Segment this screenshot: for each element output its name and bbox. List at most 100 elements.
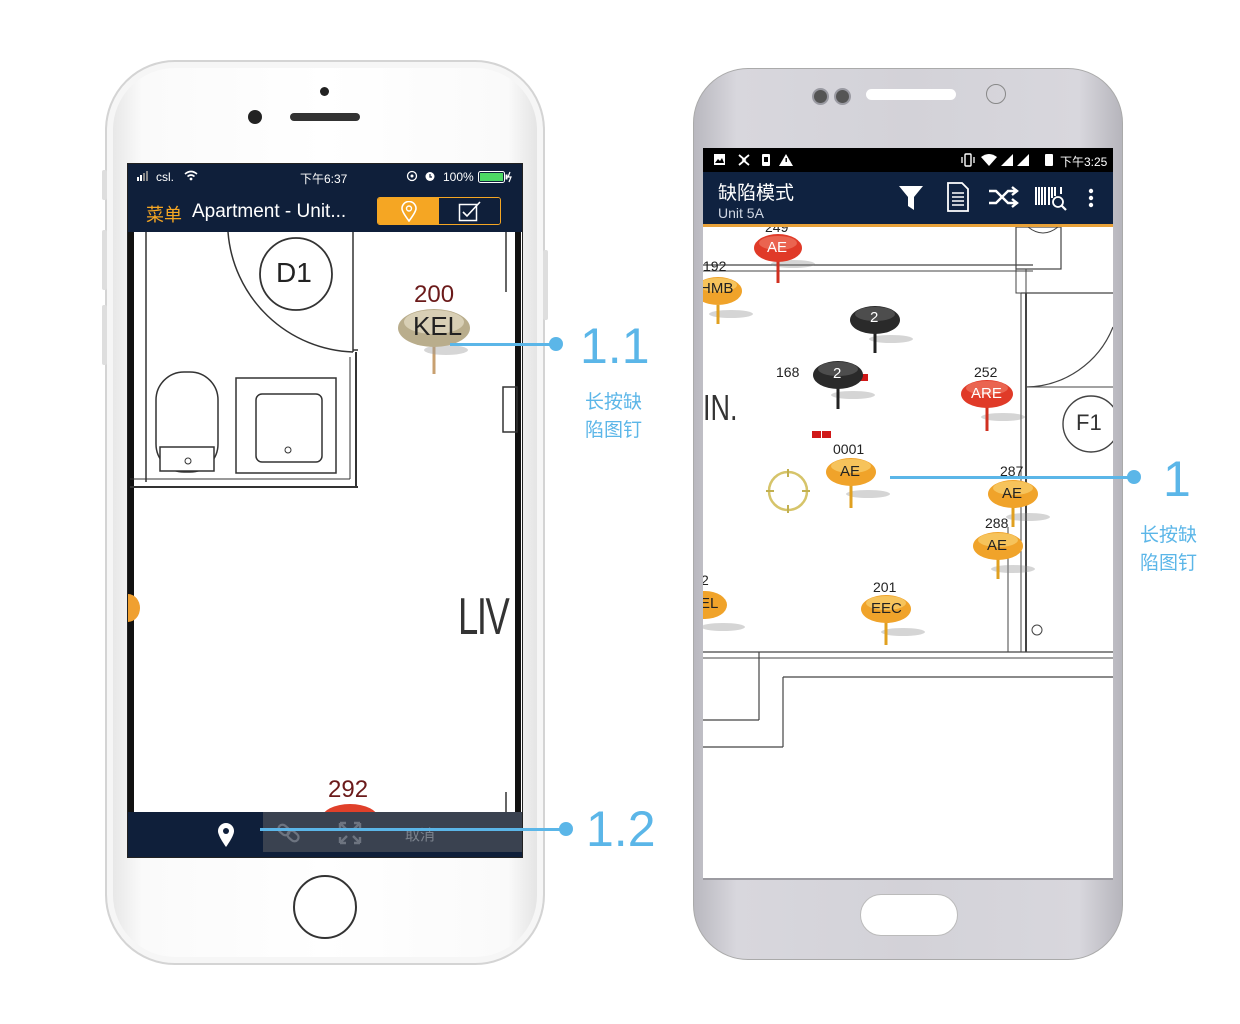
iphone-floor-plan[interactable]: D1 LIV 200 KEL 292 (128, 232, 522, 812)
cancel-button[interactable]: 取消 (405, 827, 436, 844)
callout-dot-1-2 (559, 822, 573, 836)
map-pin-icon (401, 201, 417, 222)
callout-dot-1 (1127, 470, 1141, 484)
battery-percent: 100% (443, 170, 474, 184)
android-screen: 下午3:25 缺陷模式 Unit 5A (703, 148, 1113, 878)
defect-pin[interactable] (826, 458, 890, 508)
pin-code: ARE (971, 385, 1002, 402)
location-status-icon (406, 170, 418, 185)
android-front-camera (986, 84, 1006, 104)
android-status-bar: 下午3:25 (703, 148, 1113, 172)
floor-plan-drawing (703, 227, 1113, 748)
callout-line-1 (890, 476, 1133, 479)
carrier-label: csl. (156, 170, 174, 184)
battery-icon (478, 171, 514, 186)
callout-number-1-1: 1.1 (580, 318, 650, 374)
defect-pin[interactable] (703, 277, 753, 324)
page-title: Apartment - Unit... (192, 201, 347, 222)
defect-pin[interactable] (754, 234, 815, 283)
pin-number: 292 (328, 776, 369, 803)
pin-code: AE (840, 463, 861, 480)
link-icon (277, 823, 300, 843)
app-bar-title: 缺陷模式 (718, 183, 795, 204)
menu-button[interactable]: 菜单 (146, 205, 182, 225)
defect-pin[interactable] (973, 532, 1035, 579)
iphone-power-button (543, 250, 548, 320)
android-home-button[interactable] (860, 894, 958, 936)
pin-code: EEC (871, 600, 902, 617)
pin-number: 0001 (833, 441, 865, 457)
iphone-volume-up (102, 230, 107, 290)
pin-code: AE (987, 537, 1008, 554)
defect-pin[interactable] (703, 591, 745, 631)
system-status-icons (961, 153, 1053, 167)
document-icon[interactable] (946, 182, 970, 212)
iphone-screen: csl. 下午6:37 100% 菜单 Apartment - Unit... (127, 163, 523, 858)
wifi-icon (184, 170, 198, 184)
iphone-mute-switch (102, 170, 107, 200)
pin-code: EL (703, 595, 719, 612)
pin-number: 249 (765, 227, 789, 235)
signal-icon (137, 170, 153, 184)
pin-mode-tab[interactable] (378, 198, 439, 224)
filter-icon[interactable] (898, 184, 924, 212)
pin-number: 168 (776, 364, 800, 380)
more-options-icon[interactable] (1087, 188, 1095, 210)
callout-dot-1-1 (549, 337, 563, 351)
defect-pin[interactable] (861, 595, 925, 645)
android-screen-edge (703, 878, 1113, 880)
pin-code: AE (1002, 485, 1023, 502)
checkbox-icon (458, 201, 481, 222)
alarm-icon (424, 170, 436, 185)
android-status-time: 下午3:25 (1060, 155, 1108, 169)
pin-number: 201 (873, 579, 897, 595)
callout-line-1-2 (260, 828, 565, 831)
callout-number-1: 1 (1163, 451, 1191, 507)
pin-number: 287 (1000, 463, 1024, 479)
iphone-bottom-toolbar: 取消 (128, 812, 522, 857)
floor-plan-drawing (128, 232, 521, 812)
iphone-status-bar: csl. 下午6:37 100% (128, 164, 522, 190)
defect-pin[interactable] (961, 380, 1025, 431)
status-time: 下午6:37 (300, 172, 348, 186)
iphone-sensor (320, 87, 329, 96)
iphone-volume-down (102, 305, 107, 365)
defect-pin[interactable] (813, 361, 875, 409)
barcode-scan-icon[interactable] (1034, 184, 1068, 212)
shuffle-icon[interactable] (988, 186, 1020, 208)
location-pin-icon[interactable] (216, 822, 236, 848)
defect-pin[interactable] (850, 306, 913, 353)
pin-number: 288 (985, 515, 1009, 531)
pin-code: 2 (833, 365, 842, 382)
android-sensor (834, 88, 851, 105)
callout-text-1-1: 长按缺陷图钉 (585, 392, 643, 441)
android-app-bar: 缺陷模式 Unit 5A (703, 172, 1113, 227)
iphone-camera (248, 110, 262, 124)
expand-icon (338, 821, 362, 845)
callout-line-1-1 (450, 343, 555, 346)
iphone-speaker (290, 113, 360, 121)
defect-pins-layer (703, 234, 1050, 645)
android-speaker (866, 89, 956, 100)
notification-icons (714, 154, 793, 166)
pin-code: 2 (870, 309, 879, 326)
pin-code: HMB (703, 280, 734, 297)
pin-number: 252 (974, 364, 998, 380)
room-label-living: LIV (458, 588, 510, 646)
room-label-in: IN. (703, 387, 738, 428)
callout-text-1: 长按缺陷图钉 (1140, 525, 1198, 574)
defect-pin-kel[interactable]: KEL (413, 311, 463, 341)
pin-number: 192 (703, 258, 727, 274)
pin-number: 2 (703, 572, 709, 588)
android-floor-plan[interactable]: 249 AE 192 HMB 2 168 2 252 ARE 0001 AE 2… (703, 227, 1113, 878)
pin-code: AE (767, 239, 788, 256)
iphone-home-button[interactable] (293, 875, 357, 939)
check-mode-tab[interactable] (439, 198, 500, 224)
pin-number: 200 (414, 281, 455, 308)
defect-pin[interactable] (988, 480, 1050, 527)
iphone-nav-bar: 菜单 Apartment - Unit... (128, 190, 522, 232)
room-label-d1: D1 (276, 257, 312, 288)
room-label-f1: F1 (1076, 410, 1102, 435)
callout-number-1-2: 1.2 (586, 801, 656, 857)
app-bar-subtitle: Unit 5A (718, 205, 764, 221)
